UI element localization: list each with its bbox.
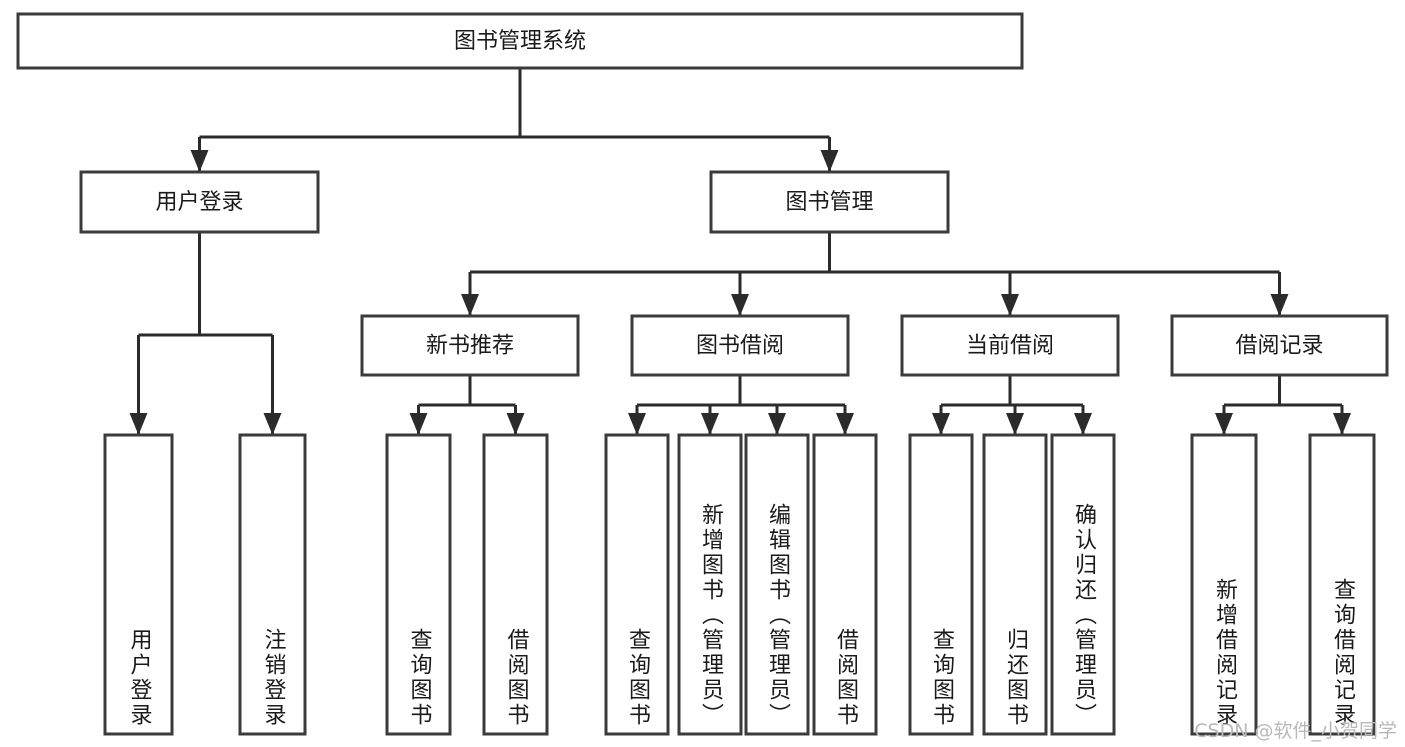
node-box [482, 433, 549, 736]
node-label-wrapper: 查询图书 [625, 628, 650, 728]
node-box [630, 314, 850, 377]
node-l2-0[interactable]: 用户登录 [79, 170, 320, 234]
node-label: 借阅图书 [503, 628, 529, 728]
node-label: 查询图书 [625, 628, 650, 728]
arrow-head-icon [701, 413, 719, 435]
node-box [238, 433, 307, 736]
node-label: 查询图书 [929, 628, 954, 728]
arrow-head-icon [1333, 413, 1351, 435]
arrow-head-icon [731, 294, 749, 316]
node-label: 用户登录 [126, 628, 152, 728]
node-l4-6[interactable]: 编辑图书（管理员） [744, 433, 810, 736]
connector-layer [129, 68, 1351, 435]
node-l3-1[interactable]: 图书借阅 [630, 314, 850, 377]
node-box [677, 433, 743, 736]
node-label-wrapper: 新增图书（管理员） [698, 503, 723, 728]
node-label: 查询图书 [406, 628, 432, 728]
node-box [16, 12, 1024, 70]
node-label: 注销登录 [260, 628, 286, 728]
arrow-head-icon [1006, 413, 1024, 435]
node-label: 图书管理系统 [454, 29, 586, 54]
node-l4-1[interactable]: 注销登录 [238, 433, 307, 736]
arrow-head-icon [836, 413, 854, 435]
node-box [604, 433, 670, 736]
node-label: 图书借阅 [696, 334, 784, 359]
node-l4-3[interactable]: 借阅图书 [482, 433, 549, 736]
node-label: 确认归还（管理员） [1071, 503, 1096, 728]
arrow-head-icon [1001, 294, 1019, 316]
node-box [744, 433, 810, 736]
node-label-wrapper: 编辑图书（管理员） [765, 503, 790, 728]
arrow-head-icon [1215, 413, 1233, 435]
node-label-wrapper: 借阅图书 [503, 628, 529, 728]
node-box [1308, 433, 1376, 736]
node-box [812, 433, 878, 736]
node-label: 新增借阅记录 [1212, 578, 1237, 728]
node-label-wrapper: 借阅图书 [833, 628, 858, 728]
node-box [908, 433, 974, 736]
node-l4-0[interactable]: 用户登录 [103, 433, 174, 736]
arrow-head-icon [628, 413, 646, 435]
node-label-wrapper: 注销登录 [260, 628, 286, 728]
arrow-head-icon [1074, 413, 1092, 435]
node-box [1170, 314, 1389, 377]
node-root-0[interactable]: 图书管理系统 [16, 12, 1024, 70]
node-l4-7[interactable]: 借阅图书 [812, 433, 878, 736]
node-label: 归还图书 [1003, 628, 1028, 728]
node-box [709, 170, 950, 234]
arrow-head-icon [1270, 294, 1289, 316]
node-box [900, 314, 1120, 377]
node-layer: 图书管理系统用户登录图书管理新书推荐图书借阅当前借阅借阅记录用户登录注销登录查询… [16, 12, 1389, 736]
arrow-head-icon [506, 413, 525, 435]
node-box [385, 433, 452, 736]
node-label: 图书管理 [785, 190, 873, 215]
node-l4-10[interactable]: 确认归还（管理员） [1050, 433, 1116, 736]
node-label: 新增图书（管理员） [698, 503, 723, 728]
node-l3-0[interactable]: 新书推荐 [360, 314, 580, 377]
arrow-head-icon [263, 413, 282, 435]
node-l3-3[interactable]: 借阅记录 [1170, 314, 1389, 377]
node-l4-2[interactable]: 查询图书 [385, 433, 452, 736]
node-box [360, 314, 580, 377]
node-label: 编辑图书（管理员） [765, 503, 790, 728]
node-l4-4[interactable]: 查询图书 [604, 433, 670, 736]
node-l4-9[interactable]: 归还图书 [982, 433, 1048, 736]
arrow-head-icon [768, 413, 786, 435]
node-box [1190, 433, 1258, 736]
node-label: 新书推荐 [426, 334, 514, 359]
node-box [982, 433, 1048, 736]
arrow-head-icon [820, 150, 839, 172]
arrow-head-icon [409, 413, 428, 435]
arrow-head-icon [129, 413, 148, 435]
node-label: 查询借阅记录 [1330, 578, 1355, 728]
node-box [103, 433, 174, 736]
node-label-wrapper: 归还图书 [1003, 628, 1028, 728]
node-label: 用户登录 [155, 190, 243, 215]
node-box [79, 170, 320, 234]
node-label-wrapper: 查询借阅记录 [1330, 578, 1355, 728]
node-label-wrapper: 新增借阅记录 [1212, 578, 1237, 728]
node-label-wrapper: 查询图书 [406, 628, 432, 728]
node-l4-12[interactable]: 查询借阅记录 [1308, 433, 1376, 736]
node-l4-11[interactable]: 新增借阅记录 [1190, 433, 1258, 736]
arrow-head-icon [190, 150, 209, 172]
node-l4-5[interactable]: 新增图书（管理员） [677, 433, 743, 736]
node-label: 借阅记录 [1235, 334, 1323, 359]
node-l2-1[interactable]: 图书管理 [709, 170, 950, 234]
node-label-wrapper: 查询图书 [929, 628, 954, 728]
arrow-head-icon [461, 294, 479, 316]
arrow-head-icon [932, 413, 950, 435]
node-label: 当前借阅 [966, 334, 1054, 359]
node-label-wrapper: 用户登录 [126, 628, 152, 728]
node-l4-8[interactable]: 查询图书 [908, 433, 974, 736]
node-box [1050, 433, 1116, 736]
node-l3-2[interactable]: 当前借阅 [900, 314, 1120, 377]
node-label-wrapper: 确认归还（管理员） [1071, 503, 1096, 728]
node-label: 借阅图书 [833, 628, 858, 728]
